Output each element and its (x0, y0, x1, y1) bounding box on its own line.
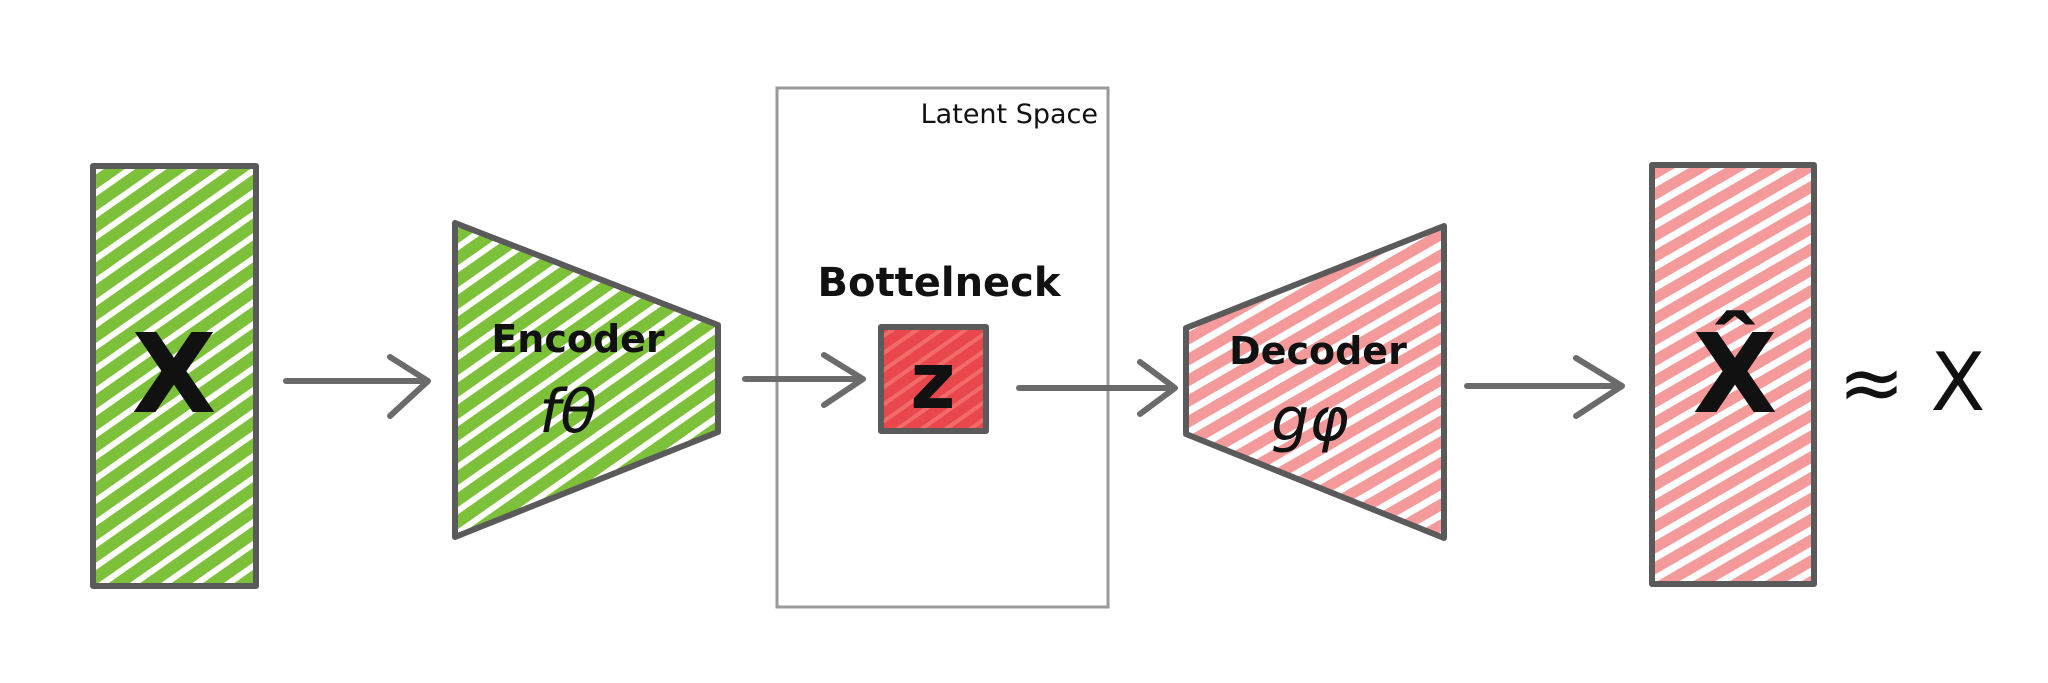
input-symbol: X (132, 310, 217, 438)
encoder-outline (452, 220, 721, 540)
encoder-title: Encoder (491, 317, 665, 361)
output-fill (1652, 165, 1814, 584)
approx-equal-label: ≈ X (1838, 336, 1985, 429)
arrow-bottleneck-to-decoder (1016, 359, 1178, 417)
decoder-title: Decoder (1229, 329, 1407, 373)
encoder-block: Encoder fθ (452, 220, 721, 540)
output-block: X̂ (1649, 162, 1817, 587)
latent-space: Latent Space (775, 86, 1110, 609)
arrow-decoder-to-output (1464, 355, 1625, 419)
bottleneck-block: Bottelneck z (818, 260, 1062, 434)
decoder-function: gφ (1271, 385, 1349, 455)
output-outline (1649, 162, 1817, 587)
output-symbol: X̂ (1693, 309, 1778, 438)
bottleneck-fill (881, 327, 986, 431)
latent-space-frame (775, 86, 1110, 609)
input-fill (93, 166, 256, 586)
input-block: X (90, 163, 259, 589)
decoder-outline (1183, 223, 1447, 541)
arrow-encoder-to-bottleneck (742, 352, 866, 408)
latent-space-title: Latent Space (921, 99, 1098, 130)
bottleneck-outline (878, 324, 989, 434)
bottleneck-title: Bottelneck (818, 260, 1062, 306)
encoder-function: fθ (539, 377, 597, 447)
decoder-block: Decoder gφ (1183, 223, 1447, 541)
input-outline (90, 163, 259, 589)
arrow-input-to-encoder (283, 354, 431, 419)
bottleneck-symbol: z (910, 337, 955, 427)
decoder-fill (1186, 226, 1444, 538)
